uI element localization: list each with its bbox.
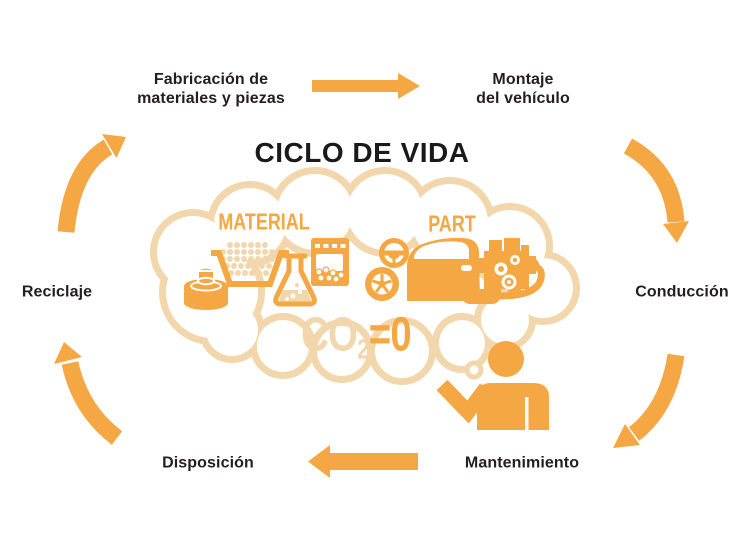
pellet-basket-icon bbox=[211, 242, 289, 287]
stage-label-reciclaje: Reciclaje bbox=[21, 283, 93, 301]
engine-icon bbox=[478, 238, 536, 295]
stage-label-mantenimiento: Mantenimiento bbox=[464, 454, 580, 472]
exhaust-icon bbox=[453, 259, 545, 304]
page-title: CICLO DE VIDA bbox=[254, 137, 470, 168]
steering-wheel-icon bbox=[379, 238, 409, 268]
rubber-bale-icon bbox=[184, 266, 228, 310]
arrow-disposicion-to-reciclaje bbox=[54, 342, 123, 445]
stage-label-montaje: Montaje del vehículo bbox=[476, 71, 570, 107]
pellet-bag-icon bbox=[311, 238, 349, 286]
person-icon bbox=[436, 341, 549, 430]
stage-label-fabricacion: Fabricación de materiales y piezas bbox=[137, 71, 285, 107]
car-door-icon bbox=[407, 237, 480, 301]
chemical-flask-icon bbox=[273, 253, 317, 307]
material-label: MATERIAL bbox=[218, 208, 310, 235]
thought-bubble-icon bbox=[464, 360, 484, 380]
part-label: PART bbox=[428, 210, 476, 237]
co2-base: CO bbox=[301, 308, 358, 362]
stage-label-conduccion: Conducción bbox=[635, 283, 729, 301]
tire-icon bbox=[365, 267, 399, 301]
co2-zero-text: CO2=0 bbox=[301, 308, 412, 365]
co2-subscript: 2 bbox=[357, 333, 369, 365]
arrow-reciclaje-to-fabricacion bbox=[57, 134, 126, 233]
arrow-conduccion-to-mantenimiento bbox=[613, 353, 685, 448]
arrow-montaje-to-conduccion bbox=[623, 138, 689, 243]
co2-result: =0 bbox=[368, 308, 412, 362]
arrow-mantenimiento-to-disposicion bbox=[308, 445, 418, 478]
stage-label-disposicion: Disposición bbox=[162, 454, 254, 472]
arrow-fabricacion-to-montaje bbox=[312, 73, 420, 99]
